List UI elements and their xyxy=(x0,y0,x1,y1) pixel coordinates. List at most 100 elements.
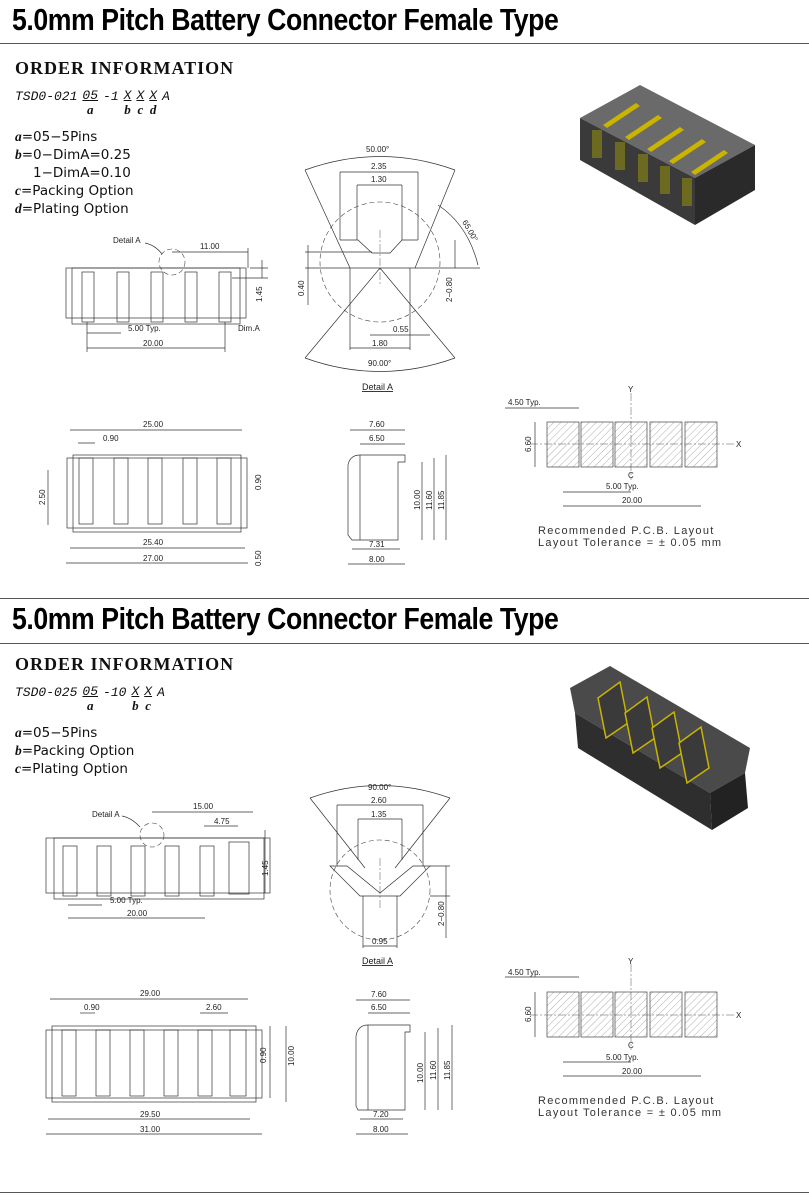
front-view: Detail A 15.00 4.75 1.45 5.00 Typ. 20.00 xyxy=(45,802,271,919)
dim-label: 8.00 xyxy=(369,555,385,564)
legend-text: =Plating Option xyxy=(21,761,128,777)
bottom-view: 29.00 0.90 2.60 0.90 10.00 29.50 31.00 xyxy=(45,989,296,1135)
pcb-layout: 4.50 Typ. Y X 6.60 C 5.00 Typ. 20.00 Rec… xyxy=(505,957,742,1119)
dim-label: 7.31 xyxy=(369,540,385,549)
dim-label: 1.45 xyxy=(255,286,264,302)
dim-label: 4.50 Typ. xyxy=(508,398,541,407)
legend-key: c xyxy=(15,761,21,776)
section-tsd0-025: 5.0mm Pitch Battery Connector Female Typ… xyxy=(0,598,809,1200)
dim-label: 20.00 xyxy=(622,1067,643,1076)
dim-label: 5.00 Typ. xyxy=(606,1053,639,1062)
dim-label: 2−0.80 xyxy=(437,901,446,926)
dim-label: 11.60 xyxy=(429,1060,438,1080)
side-view: 7.60 6.50 10.00 11.60 11.85 7.31 8.00 xyxy=(347,420,447,565)
pcb-tolerance: Layout Tolerance = ± 0.05 mm xyxy=(538,1107,722,1119)
field-value: X xyxy=(123,88,132,103)
bottom-view: 25.00 0.90 2.50 0.90 25.40 27.00 0.50 xyxy=(38,420,263,566)
dim-label: 29.50 xyxy=(140,1110,161,1119)
legend-text: 1−DimA=0.10 xyxy=(33,165,131,181)
dim-label: 0.40 xyxy=(297,280,306,296)
detail-a-view: 90.00° 2.60 1.35 2−0.80 0.95 Detail A xyxy=(309,783,451,966)
axis-label: Y xyxy=(628,957,634,966)
legend-item: 1−DimA=0.10 xyxy=(15,164,134,182)
legend-item: b=0−DimA=0.25 xyxy=(15,146,134,164)
dim-label: 20.00 xyxy=(622,496,643,505)
legend-item: c=Packing Option xyxy=(15,182,134,200)
dim-label: 6.60 xyxy=(524,436,533,452)
pcb-tolerance: Layout Tolerance = ± 0.05 mm xyxy=(538,537,722,549)
divider xyxy=(0,43,809,44)
code-suffix: A xyxy=(157,685,165,700)
centerline-mark: C xyxy=(628,471,634,480)
dim-label: 10.00 xyxy=(416,1062,425,1083)
dim-label: 20.00 xyxy=(127,909,148,918)
field-value: X xyxy=(149,88,158,103)
divider xyxy=(0,598,809,599)
dim-label: 25.00 xyxy=(143,420,164,429)
dim-label: 7.60 xyxy=(371,990,387,999)
order-legend: a=05−5Pins b=0−DimA=0.25 1−DimA=0.10 c=P… xyxy=(15,128,134,218)
code-prefix: TSD0-025 xyxy=(15,685,78,700)
connector-3d-render xyxy=(570,666,750,830)
dim-label: 29.00 xyxy=(140,989,161,998)
drawings: Detail A 15.00 4.75 1.45 5.00 Typ. 20.00… xyxy=(45,666,750,1135)
connector-3d-render xyxy=(580,85,755,225)
side-view: 7.60 6.50 10.00 11.60 11.85 7.20 8.00 xyxy=(355,990,453,1135)
field-value: X xyxy=(144,684,153,699)
field-key: c xyxy=(137,102,144,117)
dim-label: 50.00° xyxy=(366,145,389,154)
dim-label: 0.90 xyxy=(84,1003,100,1012)
dim-label: 4.75 xyxy=(214,817,230,826)
dim-label: 31.00 xyxy=(140,1125,161,1134)
dim-label: 6.60 xyxy=(524,1006,533,1022)
legend-key: c xyxy=(15,183,21,198)
legend-text: =05−5Pins xyxy=(21,129,98,145)
legend-item: d=Plating Option xyxy=(15,200,134,218)
pcb-caption: Recommended P.C.B. Layout xyxy=(538,1095,715,1107)
detail-title: Detail A xyxy=(362,382,393,392)
page-title: 5.0mm Pitch Battery Connector Female Typ… xyxy=(12,601,559,636)
dim-label: 0.90 xyxy=(259,1047,268,1063)
dim-label: 8.00 xyxy=(373,1125,389,1134)
dim-label: 5.00 Typ. xyxy=(606,482,639,491)
dim-label: 7.20 xyxy=(373,1110,389,1119)
legend-text: =05−5Pins xyxy=(21,725,98,741)
dim-label: 2.60 xyxy=(371,796,387,805)
axis-label: Y xyxy=(628,385,634,394)
legend-key: a xyxy=(15,725,22,740)
dim-label: 0.55 xyxy=(393,325,409,334)
code-mid: -10 xyxy=(103,685,127,700)
legend-key: d xyxy=(15,201,22,216)
dim-label: 11.85 xyxy=(443,1060,452,1080)
field-key: a xyxy=(86,102,94,117)
dim-label: 10.00 xyxy=(287,1045,296,1066)
dim-label: 0.90 xyxy=(254,474,263,490)
dim-label: 6.50 xyxy=(371,1003,387,1012)
legend-item: a=05−5Pins xyxy=(15,128,134,146)
section-tsd0-021: 5.0mm Pitch Battery Connector Female Typ… xyxy=(0,0,809,597)
order-legend: a=05−5Pins b=Packing Option c=Plating Op… xyxy=(15,724,134,778)
field-key: a xyxy=(86,698,94,713)
dim-label: 1.45 xyxy=(261,860,270,876)
dim-label: 15.00 xyxy=(193,802,214,811)
axis-label: X xyxy=(736,440,742,449)
dim-label: 90.00° xyxy=(368,359,391,368)
field-key: d xyxy=(149,102,157,117)
dim-label: 0.95 xyxy=(372,937,388,946)
dim-label: 27.00 xyxy=(143,554,164,563)
field-key: c xyxy=(145,698,152,713)
legend-text: =Packing Option xyxy=(21,743,135,759)
field-key: b xyxy=(132,698,139,713)
code-suffix: A xyxy=(162,89,170,104)
dim-label: 2.35 xyxy=(371,162,387,171)
axis-label: X xyxy=(736,1011,742,1020)
legend-item: c=Plating Option xyxy=(15,760,134,778)
detail-callout: Detail A xyxy=(92,810,120,819)
divider xyxy=(0,643,809,644)
